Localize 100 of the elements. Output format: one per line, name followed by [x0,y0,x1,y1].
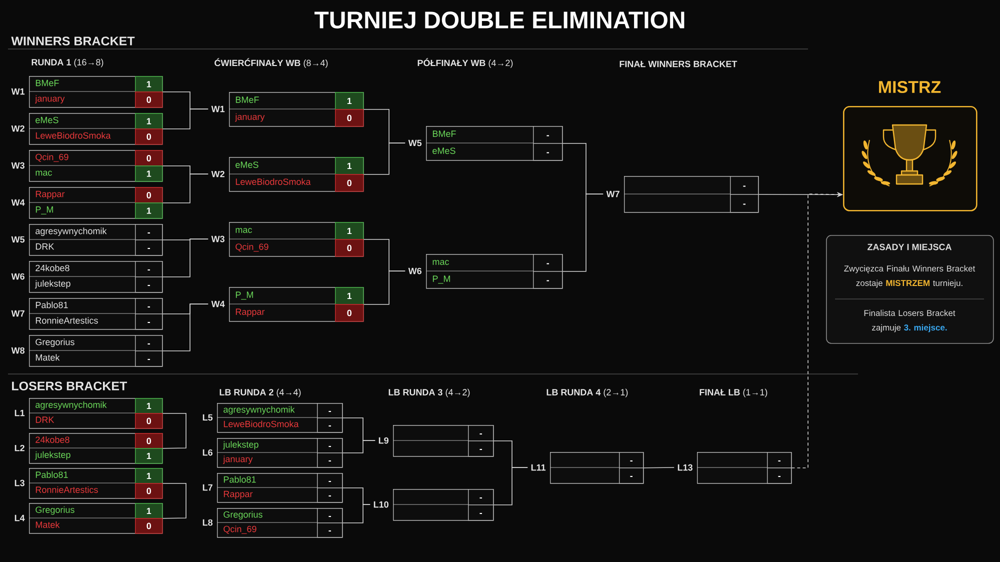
player-name: Pablo81 [224,476,256,483]
score-cell: - [135,314,163,330]
player-name: mac [36,170,52,176]
player-name: Gregorius [36,338,74,347]
score-cell: - [767,468,792,484]
score-cell: - [317,452,343,468]
score-cell: 0 [135,187,163,204]
player-name: january [34,95,65,104]
score-cell: 1 [335,222,364,240]
score-cell: 0 [135,413,163,429]
section-heading: LOSERS BRACKET [12,382,128,390]
score-cell: 1 [135,76,163,92]
match-label: W2 [11,125,24,132]
rule-text: Zwycięzca Finału Winners Bracket zostaje MISTRZEM turnieju. [844,265,976,288]
round-heading: LB RUNDA 4 (2→1) [546,388,628,398]
bracket-line [342,440,376,454]
score-cell: - [468,504,494,521]
score-cell: 0 [135,92,163,108]
score-cell: 0 [135,433,163,449]
match-label: W7 [11,310,24,317]
score-cell: 1 [335,157,364,175]
player-name: LeweBiodroSmoka [236,178,311,185]
player-name: BMeF [236,96,259,103]
score-cell: - [135,298,163,314]
player-name: P_M [236,292,253,300]
round-heading: ĆWIERĆFINAŁY WB (8→4) [214,58,328,68]
match-label: W8 [11,347,25,354]
score-cell: - [619,452,644,468]
player-name: agresywnychomik [36,228,107,236]
champion-heading: MISTRZ [879,80,941,94]
player-name: agresywnychomik [36,401,107,410]
player-name: 24kobe8 [36,436,70,443]
match-label: W4 [11,199,25,206]
player-name: julekstep [222,441,258,450]
player-name: LeweBiodroSmoka [224,420,299,428]
bracket-line [493,467,528,506]
player-name: RonnieArtestics [36,317,98,324]
bracket-line [363,270,406,305]
match-label: L9 [378,437,388,444]
player-name: Rappar [236,308,265,317]
bracket-line [162,238,208,278]
score-cell: - [135,350,163,367]
score-cell: - [468,489,494,506]
bracket-line [162,108,208,130]
score-cell: 0 [135,128,163,145]
player-name: DRK [36,243,54,250]
player-name: Pablo81 [36,302,68,308]
player-name: Matek [36,521,60,528]
player-name: Rappar [36,190,65,199]
match-label: W1 [211,106,225,112]
round-heading: PÓŁFINAŁY WB (4→2) [418,58,513,68]
player-name: mac [236,228,252,233]
match-label: W6 [408,268,422,274]
match-label: L10 [374,501,388,508]
rule-text: Finalista Losers Bracket zajmuje 3. miejsce. [864,310,956,332]
score-cell: 1 [135,448,163,464]
score-cell: - [135,276,163,293]
score-cell: - [135,335,163,352]
match-label: L6 [202,449,212,456]
score-cell: 1 [135,398,163,414]
score-cell: 1 [135,166,163,182]
score-cell: - [468,425,494,442]
match-label: W5 [11,236,25,243]
player-name: january [222,456,253,464]
match-label: W3 [211,236,224,242]
match-label: L1 [14,410,25,416]
player-name: 24kobe8 [36,264,70,272]
player-name: LeweBiodroSmoka [36,132,111,139]
player-name: january [234,113,265,122]
player-name: BMeF [36,80,59,86]
score-cell: - [533,271,563,289]
bracket-line [162,174,208,204]
score-cell: 1 [135,202,163,219]
score-cell: 0 [335,174,364,192]
player-name: eMeS [236,162,258,168]
score-cell: - [533,254,563,272]
score-cell: - [317,522,343,538]
round-heading: FINAŁ LB (1→1) [700,388,768,398]
score-cell: - [317,508,343,524]
player-name: DRK [36,416,54,423]
player-name: julekstep [34,451,70,460]
score-cell: 0 [335,239,364,257]
score-cell: 0 [335,304,364,322]
score-cell: - [317,403,343,418]
player-name: Rappar [224,490,253,499]
match-label: L13 [678,464,692,471]
player-name: agresywnychomik [224,406,295,414]
score-cell: - [533,126,563,144]
match-label: L8 [202,519,213,526]
match-label: W6 [11,273,24,280]
round-heading: FINAŁ WINNERS BRACKET [620,60,738,68]
match-label: W3 [11,162,24,169]
score-cell: 1 [335,287,364,305]
player-name: Gregorius [224,511,262,520]
score-cell: 1 [135,503,163,519]
round-heading: LB RUNDA 3 (4→2) [388,388,470,398]
score-cell: 1 [135,468,163,484]
player-name: Gregorius [36,506,74,515]
match-label: W2 [211,170,224,178]
match-label: W7 [606,190,620,198]
